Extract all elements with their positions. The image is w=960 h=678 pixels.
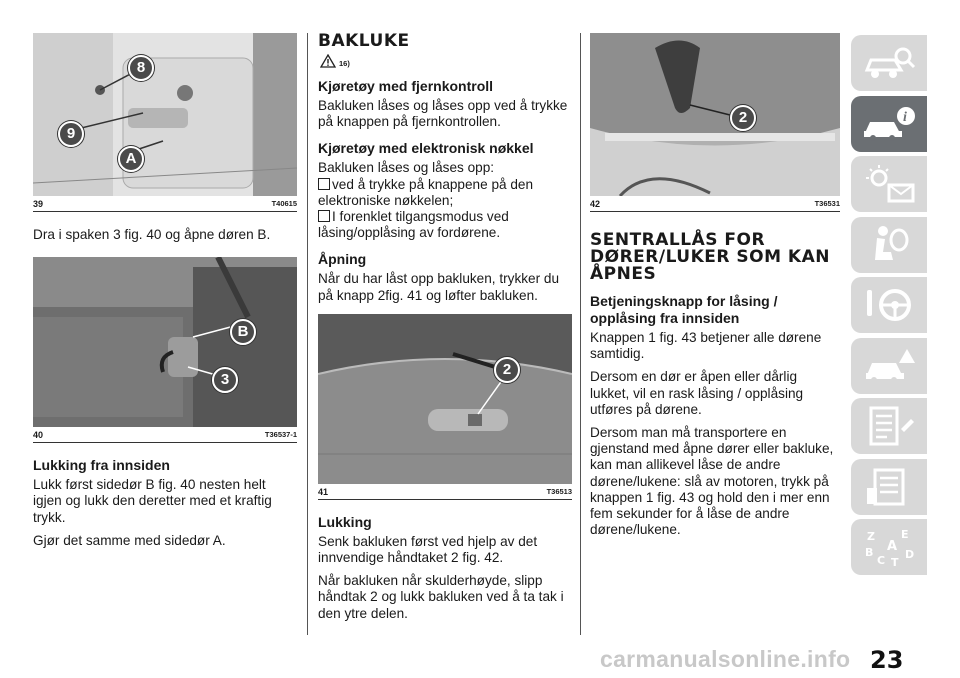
bullet-text: I forenklet tilgangsmodus ved låsing/opp… [318, 209, 509, 241]
figure-caption: 39 T40615 [33, 199, 297, 212]
figure-42: 2 [590, 33, 840, 196]
figure-ref: T36537-1 [264, 430, 297, 440]
section-heading: Åpning [318, 251, 367, 268]
svg-text:C: C [877, 554, 885, 567]
figure-number: 41 [318, 486, 329, 497]
figure-40: B 3 [33, 257, 297, 428]
callout-9: 9 [58, 121, 84, 147]
paragraph: Senk bakluken først ved hjelp av det inn… [318, 533, 538, 566]
tab-steering-wheel[interactable] [851, 277, 927, 333]
tab-airbag-seat[interactable] [851, 216, 927, 273]
chapter-sidebar: i Z E A B C D T [851, 35, 931, 580]
column-left: 8 9 A 39 T40615 Dra i spaken 3 fig. 40 o… [33, 33, 297, 556]
warning-note-number: 16) [339, 59, 350, 68]
bullet-text: ved å trykke på knappene på den elektron… [318, 176, 534, 208]
figure-number: 39 [33, 199, 44, 209]
svg-text:Z: Z [867, 530, 875, 543]
chapter-title: SENTRALLÅS FOR DØRER/LUKER SOM KAN ÅPNES [590, 230, 830, 284]
svg-text:i: i [903, 110, 907, 125]
tab-car-search[interactable] [851, 35, 927, 91]
section-heading: Betjeningsknapp for låsing / opplåsing f… [590, 293, 778, 326]
car-info-icon: i [864, 106, 915, 141]
column-divider [307, 33, 308, 635]
tab-car-info[interactable]: i [851, 95, 927, 152]
column-middle: BAKLUKE 16) Kjøretøy med fjernkontroll B… [318, 33, 572, 629]
tab-car-warning[interactable] [851, 337, 927, 394]
figure-number: 40 [33, 430, 44, 441]
figure-ref: T40615 [271, 199, 297, 208]
callout-8: 8 [128, 55, 154, 81]
figure-caption: 41 T36513 [318, 487, 572, 500]
callout-A: A [118, 146, 144, 172]
door-handle-illustration [33, 257, 297, 428]
tab-service-checklist[interactable] [851, 398, 927, 454]
warning-reference: 16) [320, 54, 572, 68]
section-heading: Kjøretøy med elektronisk nøkkel [318, 140, 534, 157]
callout-2: 2 [494, 356, 520, 383]
alphabet-index-icon: Z E A B C D T [865, 528, 914, 568]
figure-caption: 40 T36537-1 [33, 430, 297, 444]
paragraph: Bakluken låses og låses opp ved å trykke… [318, 98, 568, 130]
section-heading: Lukking fra innsiden [33, 457, 170, 474]
svg-text:D: D [905, 548, 914, 561]
car-search-icon [864, 47, 916, 78]
watermark: carmanualsonline.info [600, 646, 851, 672]
paragraph: Bakluken låses og låses opp: [318, 160, 495, 176]
checkbox-bullet-icon [318, 210, 330, 223]
paragraph: Gjør det samme med sidedør A. [33, 532, 226, 548]
car-warning-icon [866, 348, 915, 383]
callout-B: B [230, 319, 256, 346]
paragraph: Når du har låst opp bakluken, trykker du… [318, 271, 560, 303]
figure-number: 42 [590, 199, 601, 209]
sliding-door-illustration [33, 33, 297, 196]
paragraph: Når bakluken når skulderhøyde, slipp hån… [318, 573, 564, 621]
warning-triangle-icon [320, 54, 336, 68]
steering-wheel-icon [867, 289, 911, 321]
specs-icon [867, 468, 905, 505]
column-divider [580, 33, 581, 635]
warning-lights-icon [866, 165, 915, 203]
page-number: 23 [870, 646, 904, 674]
tab-warning-lights[interactable] [851, 156, 927, 212]
svg-text:B: B [865, 546, 873, 559]
tailgate-button-illustration [318, 313, 572, 484]
paragraph: Dra i spaken 3 fig. 40 og åpne døren B. [33, 227, 271, 242]
svg-text:E: E [901, 528, 909, 541]
paragraph: Lukk først sidedør B fig. 40 nesten helt… [33, 477, 272, 525]
callout-2: 2 [730, 105, 756, 131]
checkbox-bullet-icon [318, 177, 330, 190]
service-checklist-icon [869, 406, 914, 446]
paragraph: Knappen 1 fig. 43 betjener alle dørene s… [590, 330, 822, 362]
tab-alphabet-index[interactable]: Z E A B C D T [851, 519, 927, 575]
bullet-item: ved å trykke på knappene på den elektron… [318, 177, 572, 209]
tailgate-interior-handle-illustration [590, 33, 840, 196]
airbag-seat-icon [875, 225, 909, 260]
figure-41: 2 [318, 313, 572, 484]
figure-caption: 42 T36531 [590, 199, 840, 212]
bullet-item: I forenklet tilgangsmodus ved låsing/opp… [318, 209, 572, 241]
paragraph: Dersom en dør er åpen eller dårlig lukke… [590, 369, 804, 417]
column-right: 2 42 T36531 SENTRALLÅS FOR DØRER/LUKER S… [590, 33, 840, 545]
figure-39: 8 9 A [33, 33, 297, 196]
figure-ref: T36513 [546, 486, 572, 496]
tab-specs[interactable] [851, 458, 927, 515]
section-heading: Lukking [318, 513, 372, 530]
svg-text:T: T [891, 556, 899, 568]
svg-text:A: A [887, 539, 897, 554]
chapter-title: BAKLUKE [318, 31, 410, 51]
figure-ref: T36531 [814, 199, 840, 208]
paragraph: Dersom man må transportere en gjenstand … [590, 425, 834, 538]
callout-3: 3 [212, 367, 238, 394]
section-heading: Kjøretøy med fjernkontroll [318, 78, 494, 94]
